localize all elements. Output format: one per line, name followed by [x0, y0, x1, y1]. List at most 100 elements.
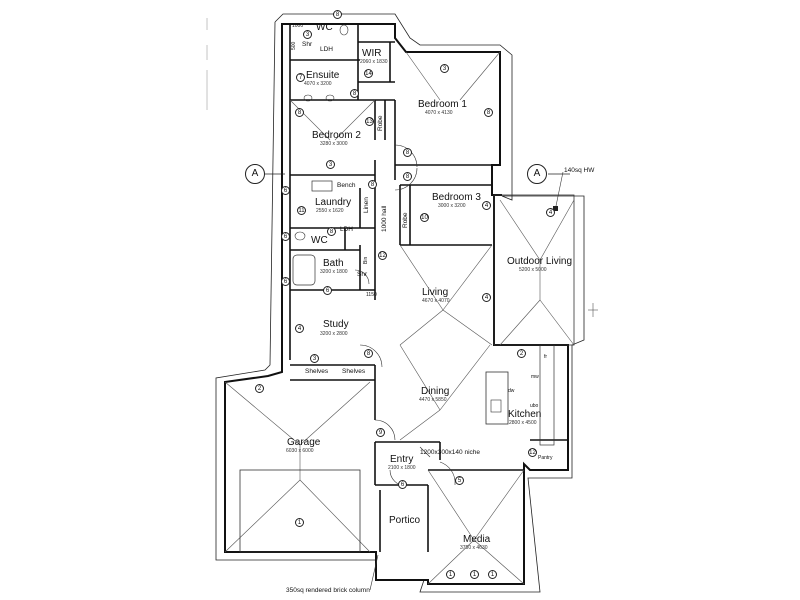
fixture-bin: Bin: [363, 256, 369, 264]
toilet-lower: [294, 231, 306, 241]
fixture-hall: 1000 hall: [381, 205, 388, 232]
fixture-robe-b3: Robe: [402, 212, 409, 228]
room-dims-bedroom2: 3280 x 3000: [320, 141, 348, 147]
window-code: 8: [403, 172, 412, 181]
window-code: 6: [281, 232, 290, 241]
room-label-ldh-upper: LDH: [320, 46, 334, 53]
dim-500: 500: [291, 41, 297, 50]
window-code: 8: [333, 10, 342, 19]
fixture-pantry: Pantry: [538, 455, 553, 461]
room-dims-media: 3750 x 4630: [460, 545, 488, 551]
window-code: 8: [350, 89, 359, 98]
room-label-garage: Garage: [287, 437, 321, 448]
window-code: 7: [296, 73, 305, 82]
hot-water-unit: [553, 206, 558, 211]
laundry-tub: [311, 180, 333, 192]
room-label-entry: Entry: [390, 454, 414, 465]
window-code: 1: [295, 518, 304, 527]
room-label-kitchen: Kitchen: [508, 409, 542, 420]
bathtub: [292, 254, 316, 286]
room-dims-dining: 4470 x 5850: [419, 397, 447, 403]
section-marker-left: A: [245, 164, 265, 184]
niche-leader: [419, 446, 431, 458]
kitchen-sink: [490, 399, 502, 413]
room-label-dining: Dining: [421, 386, 450, 397]
fixture-brick-column: 350sq rendered brick column: [286, 587, 370, 594]
fixture-dw: dw: [508, 388, 515, 394]
window-code: 3: [303, 30, 312, 39]
window-code: 10: [420, 213, 429, 222]
room-label-wir: WIR: [362, 48, 382, 59]
fixture-niche: 1200x300x140 niche: [420, 449, 480, 456]
window-code: 6: [281, 186, 290, 195]
room-label-portico: Portico: [389, 515, 421, 526]
room-label-laundry: Laundry: [315, 197, 352, 208]
room-label-ensuite: Ensuite: [306, 70, 340, 81]
room-dims-laundry: 2550 x 1620: [316, 208, 344, 214]
window-code: 6: [398, 480, 407, 489]
window-code: 6: [281, 277, 290, 286]
north-point-mark: [588, 303, 598, 317]
kitchen-island: [485, 371, 509, 425]
room-dims-outdoor-living: 5200 x 5000: [519, 267, 547, 273]
window-code: 4: [546, 208, 555, 217]
room-dims-ensuite: 4070 x 3200: [304, 81, 332, 87]
room-label-bedroom2: Bedroom 2: [312, 130, 361, 141]
ensuite-basin-right: [325, 94, 335, 102]
window-code: 3: [326, 160, 335, 169]
room-dims-kitchen: 2800 x 4500: [509, 420, 537, 426]
roof-hip-lines: [224, 51, 575, 585]
window-code: 14: [364, 69, 373, 78]
fixture-shelves-left: Shelves: [305, 368, 329, 375]
window-code: 3: [440, 64, 449, 73]
fixture-mw: mw: [531, 374, 539, 380]
window-code: 8: [484, 108, 493, 117]
hw-leader: [555, 171, 564, 207]
dim-1150: 1150: [366, 292, 377, 298]
room-dims-study: 3200 x 2800: [320, 331, 348, 337]
external-walls: [224, 23, 569, 585]
brick-column-leader: [369, 554, 379, 591]
room-dims-bedroom3: 3000 x 3200: [438, 203, 466, 209]
room-label-study: Study: [323, 319, 349, 330]
room-label-outdoor-living: Outdoor Living: [507, 256, 573, 267]
room-label-media: Media: [463, 534, 491, 545]
window-code: 3: [310, 354, 319, 363]
window-code: 1: [446, 570, 455, 579]
room-label-bath: Bath: [323, 258, 344, 269]
room-dims-garage: 6030 x 6000: [286, 448, 314, 454]
fixture-bench: Bench: [337, 182, 356, 189]
window-code: 1: [470, 570, 479, 579]
eave-line: [215, 13, 585, 593]
window-code: 4: [295, 324, 304, 333]
room-label-shr-lower: Shr: [357, 271, 368, 278]
garage-door: [239, 469, 361, 553]
outdoor-living-slab: [493, 194, 575, 346]
fixture-robe-b1: Robe: [377, 115, 384, 131]
room-label-bedroom3: Bedroom 3: [432, 192, 481, 203]
ensuite-basin-left: [303, 94, 313, 102]
room-dims-entry: 2100 x 1800: [388, 465, 416, 471]
fixture-hw: 140sq HW: [564, 167, 595, 174]
window-code: 9: [376, 428, 385, 437]
window-code: 12: [528, 448, 537, 457]
window-code: 4: [482, 293, 491, 302]
window-code: 11: [297, 206, 306, 215]
room-dims-bath: 3200 x 1800: [320, 269, 348, 275]
toilet-upper: [339, 24, 349, 36]
room-label-wc-upper: WC: [316, 22, 333, 33]
kitchen-bench: [539, 344, 555, 446]
window-code: 8: [327, 227, 336, 236]
room-dims-living: 4670 x 4070: [422, 298, 450, 304]
room-dims-wir: 2060 x 1830: [360, 59, 388, 65]
room-label-ldh-lower: LDH: [340, 226, 354, 233]
window-code: 5: [455, 476, 464, 485]
dim-1000: 1000: [292, 23, 304, 29]
window-code: 13: [365, 117, 374, 126]
fixture-fr: fr: [544, 354, 548, 360]
room-dims-bedroom1: 4070 x 4130: [425, 110, 453, 116]
fixture-ubo: ubo: [530, 403, 539, 409]
room-label-bedroom1: Bedroom 1: [418, 99, 467, 110]
window-code: 8: [368, 180, 377, 189]
